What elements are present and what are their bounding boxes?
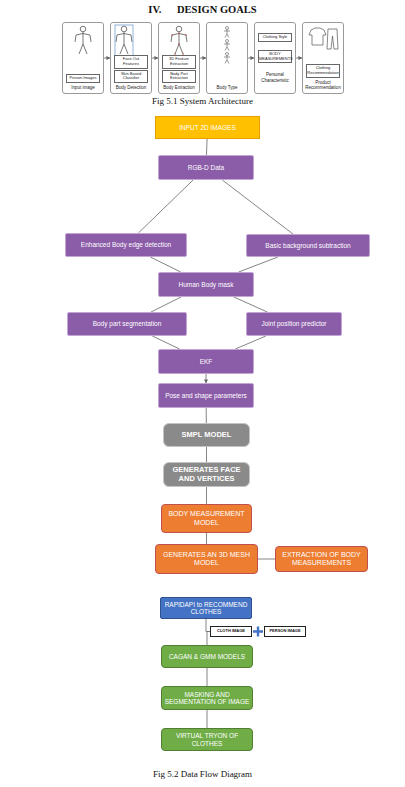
model-box: SMPL MODEL xyxy=(163,423,250,447)
node-text: MASKING AND SEGMENTATION OF IMAGE xyxy=(162,691,252,706)
measurement-box: BODY MEASUREMENT MODEL xyxy=(161,504,252,533)
stage-label: Product Recommendation xyxy=(305,80,341,90)
stage-label: Body Type xyxy=(216,85,237,90)
api-box: RAPIDAPI to RECOMMEND CLOTHES xyxy=(160,597,252,619)
detection-frame xyxy=(115,25,133,56)
node-text: RGB-D Data xyxy=(188,164,224,171)
input-box: INPUT 2D IMAGES xyxy=(155,116,260,139)
person-figure xyxy=(171,26,187,54)
flow-connector xyxy=(206,139,208,155)
node-text: Enhanced Body edge detection xyxy=(81,241,171,248)
stage-panel: Face Out FeaturesSkin Based ClassifierBo… xyxy=(110,22,152,94)
node-text: Body part segmentation xyxy=(93,320,162,327)
inner-label-box: Clothing Style xyxy=(258,33,292,42)
node-text: Joint position predictor xyxy=(261,320,326,327)
flow-connector xyxy=(152,336,179,349)
body-type-figure xyxy=(224,53,230,64)
image-tag: PERSON IMAGE xyxy=(264,626,306,637)
figure-caption: Fig 5.2 Data Flow Diagram xyxy=(0,769,405,779)
person-figure xyxy=(75,26,91,54)
node-text: PERSON IMAGE xyxy=(269,629,300,634)
flow-connector xyxy=(150,257,180,272)
inner-label-box: 3D Feature Extraction xyxy=(162,55,196,68)
figure-label: Fig 5.1 System Architecture xyxy=(0,96,405,106)
trousers-icon xyxy=(327,29,338,49)
person-figure xyxy=(116,26,132,54)
flow-connector xyxy=(151,297,181,312)
body-type-figure xyxy=(224,40,230,51)
stage-label: Body Detection xyxy=(116,85,147,90)
flow-connector xyxy=(207,668,208,686)
process-box: Basic background subtraction xyxy=(246,234,370,257)
inner-label-box: Person Images xyxy=(66,74,100,83)
feature-points xyxy=(171,33,187,55)
process-box: RGB-D Data xyxy=(158,155,254,180)
node-text: VIRTUAL TRYON OF CLOTHES xyxy=(162,732,252,747)
image-tag: CLOTH IMAGE xyxy=(210,626,252,637)
node-text: RAPIDAPI to RECOMMEND CLOTHES xyxy=(161,601,251,616)
node-text: CLOTH IMAGE xyxy=(217,629,245,634)
process-box: Body part segmentation xyxy=(67,312,187,336)
measurement-box: GENERATES AN 3D MESH MODEL xyxy=(155,544,258,574)
inner-label-box: Face Out Features xyxy=(114,55,148,68)
flow-connector xyxy=(258,559,275,560)
node-text: Human Body mask xyxy=(179,281,234,288)
model-box: GENERATES FACE AND VERTICES xyxy=(163,462,250,487)
plus-symbol xyxy=(253,627,263,637)
node-text: Pose and shape parameters xyxy=(165,392,247,399)
tryon-box: CAGAN & GMM MODELS xyxy=(161,645,253,668)
inner-label-box: Clothing Recommendation xyxy=(306,64,340,77)
process-box: Pose and shape parameters xyxy=(158,383,254,408)
stage-panel: Person ImagesInput image xyxy=(62,22,104,94)
body-type-figure xyxy=(224,27,230,38)
flow-connector xyxy=(206,533,207,544)
inner-label-box: Body Part Extraction xyxy=(162,70,196,83)
flow-connector xyxy=(206,487,207,504)
node-text: BODY MEASUREMENT MODEL xyxy=(168,510,245,526)
stage-label: Personal Characteristic xyxy=(257,72,293,82)
flow-connector xyxy=(207,710,208,728)
process-box: Enhanced Body edge detection xyxy=(65,233,187,257)
flow-connector xyxy=(138,180,193,233)
tryon-box: MASKING AND SEGMENTATION OF IMAGE xyxy=(161,686,253,710)
shirt-icon xyxy=(309,28,326,45)
flow-connector xyxy=(239,257,278,272)
flow-connector xyxy=(222,180,293,234)
flow-connector xyxy=(206,374,207,383)
process-box: Human Body mask xyxy=(158,272,254,297)
node-text: CAGAN & GMM MODELS xyxy=(169,653,245,660)
stage-label: Body Extraction xyxy=(163,85,195,90)
node-text: EXTRACTION OF BODY MEASUREMENTS xyxy=(282,551,361,567)
stage-label: Input image xyxy=(71,85,95,90)
node-text: SMPL MODEL xyxy=(182,431,232,440)
node-text: INPUT 2D IMAGES xyxy=(179,124,236,131)
measurement-box: EXTRACTION OF BODY MEASUREMENTS xyxy=(275,546,368,572)
stage-panel: Body Type xyxy=(206,22,248,94)
process-box: Joint position predictor xyxy=(246,312,342,336)
flow-connector xyxy=(234,297,267,312)
process-box: EKF xyxy=(158,349,254,374)
stage-panel: Clothing RecommendationProduct Recommend… xyxy=(302,22,344,94)
flow-connector xyxy=(206,447,207,462)
tryon-box: VIRTUAL TRYON OF CLOTHES xyxy=(161,728,253,751)
inner-label-box: BODY MEASUREMENTS xyxy=(258,50,292,63)
node-text: Basic background subtraction xyxy=(265,242,350,249)
stage-panel: Clothing StyleBODY MEASUREMENTS Personal … xyxy=(254,22,296,94)
section-title: IV. DESIGN GOALS xyxy=(0,4,405,15)
node-text: GENERATES AN 3D MESH MODEL xyxy=(162,551,251,567)
node-text: GENERATES FACE AND VERTICES xyxy=(164,466,249,483)
stage-panel: 3D Feature ExtractionBody Part Extractio… xyxy=(158,22,200,94)
flow-connector xyxy=(235,336,266,349)
inner-label-box: Skin Based Classifier xyxy=(114,70,148,83)
flow-connector xyxy=(206,408,207,423)
node-text: EKF xyxy=(200,358,213,365)
